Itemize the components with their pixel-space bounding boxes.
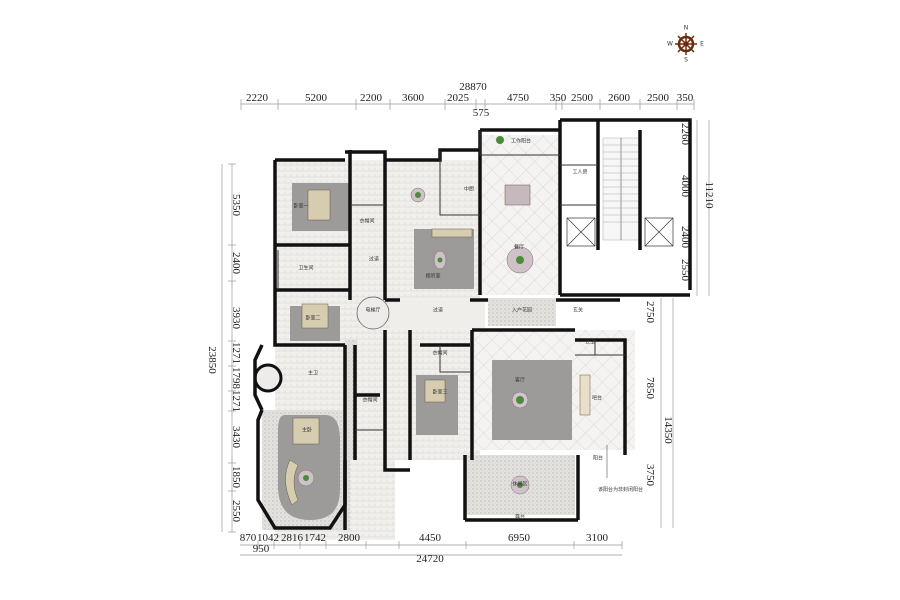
dim-bottom: 4450 bbox=[419, 532, 441, 544]
thin-walls bbox=[277, 130, 625, 431]
compass-rose-icon bbox=[675, 33, 697, 55]
room-label: 工作阳台 bbox=[510, 138, 532, 145]
dim-top: 2500 bbox=[647, 92, 669, 104]
dimension-ticks bbox=[228, 99, 695, 549]
dim-right-total: 11210 bbox=[703, 181, 715, 209]
dim-top: 2220 bbox=[246, 92, 268, 104]
room-label: 中厨 bbox=[463, 186, 475, 193]
dim-left: 1271 bbox=[230, 390, 242, 412]
dim-left: 1271 bbox=[230, 342, 242, 364]
room-label: 玄关 bbox=[572, 307, 584, 314]
dim-bottom: 1742 bbox=[304, 532, 326, 544]
dim-top: 5200 bbox=[305, 92, 327, 104]
room-label: 卧室二 bbox=[305, 315, 321, 322]
room-label: 视听室 bbox=[425, 273, 441, 280]
room-label: 电梯厅 bbox=[365, 307, 381, 314]
compass-n: N bbox=[683, 24, 689, 32]
room-label: 卧室一 bbox=[293, 203, 309, 210]
dim-left: 3430 bbox=[230, 426, 242, 448]
dim-bottom: 870 bbox=[239, 532, 257, 544]
dim-right: 4000 bbox=[679, 175, 691, 197]
dim-bottom: 950 bbox=[252, 543, 270, 555]
room-label: 主卧 bbox=[301, 427, 313, 434]
compass-w: W bbox=[667, 40, 673, 48]
room-label: 过道 bbox=[432, 307, 444, 314]
room-label: 入户花园 bbox=[511, 307, 533, 314]
room-label: 休闲区 bbox=[512, 481, 528, 488]
dim-left: 1850 bbox=[230, 466, 242, 488]
dim-top: 575 bbox=[472, 107, 490, 119]
compass-e: E bbox=[700, 40, 704, 48]
room-label: 主卫 bbox=[307, 370, 319, 377]
dim-bottom: 1042 bbox=[257, 532, 279, 544]
dim-right: 3750 bbox=[644, 464, 656, 486]
dim-right-total: 14350 bbox=[662, 416, 674, 444]
dim-top: 2600 bbox=[608, 92, 630, 104]
room-label: 卧室三 bbox=[432, 389, 448, 396]
dim-bottom-total: 24720 bbox=[416, 553, 444, 565]
dim-top-total: 28870 bbox=[459, 81, 487, 93]
furniture bbox=[285, 184, 591, 506]
dim-left: 2400 bbox=[230, 252, 242, 274]
room-label: 卫生间 bbox=[298, 265, 314, 272]
round-hall bbox=[356, 296, 390, 330]
dim-top: 2200 bbox=[360, 92, 382, 104]
room-label: 衣帽间 bbox=[362, 397, 378, 404]
dim-right: 2400 bbox=[679, 226, 691, 248]
elevators bbox=[566, 217, 674, 247]
dim-left: 5350 bbox=[230, 194, 242, 216]
dim-right: 7850 bbox=[644, 377, 656, 399]
dim-top: 2500 bbox=[571, 92, 593, 104]
dim-left: 2550 bbox=[230, 500, 242, 522]
room-label: 过道 bbox=[368, 256, 380, 263]
dim-bottom: 6950 bbox=[508, 532, 530, 544]
room-label: 露台 bbox=[514, 514, 526, 521]
room-label: 吧台 bbox=[591, 395, 603, 402]
dimension-lines bbox=[221, 103, 710, 556]
dim-top: 350 bbox=[549, 92, 567, 104]
round-bay bbox=[253, 363, 283, 393]
dim-top: 3600 bbox=[402, 92, 424, 104]
room-label: 衣帽间 bbox=[359, 218, 375, 225]
compass-s: S bbox=[684, 56, 688, 64]
room-label: 公卫 bbox=[584, 339, 596, 346]
room-label: 工人房 bbox=[572, 169, 588, 176]
stairs bbox=[602, 137, 641, 241]
room-label: 客厅 bbox=[514, 377, 526, 384]
plants bbox=[303, 136, 524, 488]
dim-top: 350 bbox=[676, 92, 694, 104]
room-label: 餐厅 bbox=[513, 244, 525, 251]
dim-top: 2025 bbox=[447, 92, 469, 104]
dim-bottom: 2800 bbox=[338, 532, 360, 544]
dim-right: 2750 bbox=[644, 301, 656, 323]
room-label: 阳台 bbox=[592, 455, 604, 462]
dim-right: 2260 bbox=[679, 123, 691, 145]
dim-left: 1798 bbox=[230, 367, 242, 389]
dim-bottom: 3100 bbox=[586, 532, 608, 544]
dim-left: 3930 bbox=[230, 307, 242, 329]
dim-bottom: 2816 bbox=[281, 532, 303, 544]
walls bbox=[253, 118, 692, 530]
dim-left-total: 23850 bbox=[206, 346, 218, 374]
dim-top: 4750 bbox=[507, 92, 529, 104]
balcony-note: 该阳台为非封闭阳台 bbox=[598, 487, 644, 493]
dim-right: 2550 bbox=[679, 259, 691, 281]
room-label: 衣帽间 bbox=[432, 350, 448, 357]
